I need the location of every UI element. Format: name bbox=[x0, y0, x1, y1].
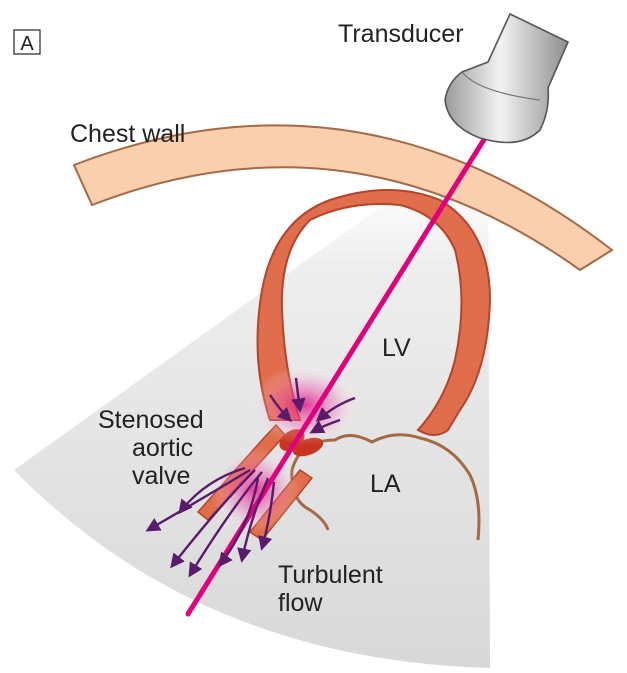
label-turbulent-line1: Turbulent bbox=[278, 561, 383, 589]
label-lv: LV bbox=[382, 334, 411, 362]
panel-letter: A bbox=[20, 33, 34, 55]
label-stenosed-line2: aortic bbox=[132, 434, 193, 462]
flow-glow-upper bbox=[250, 365, 360, 445]
label-turbulent-line2: flow bbox=[278, 589, 323, 617]
label-stenosed-line1: Stenosed bbox=[98, 406, 204, 434]
label-la: LA bbox=[370, 470, 401, 498]
label-stenosed-line3: valve bbox=[132, 462, 190, 490]
label-chest-wall: Chest wall bbox=[70, 120, 185, 148]
label-transducer: Transducer bbox=[338, 20, 464, 48]
